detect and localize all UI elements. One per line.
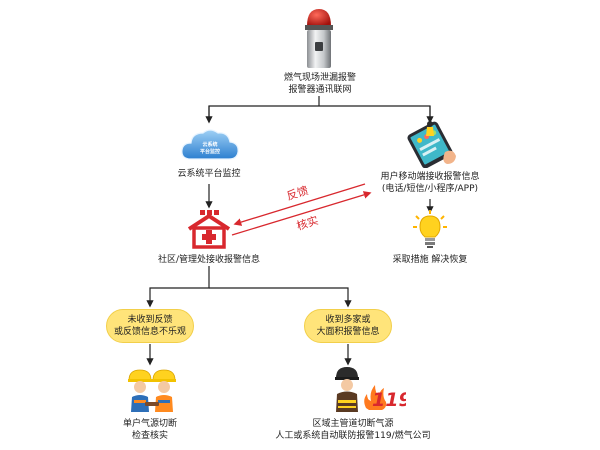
community-building-icon <box>187 210 231 249</box>
single-cutoff-label: 单户气源切断 检查核实 <box>122 419 177 441</box>
right-condition-pill: 收到多家或 大面积报警信息 <box>304 309 392 343</box>
verify-label: 核实 <box>295 213 320 233</box>
feedback-label: 反馈 <box>285 184 310 203</box>
alarm-node-label: 燃气现场泄漏报警 报警器通讯联网 <box>283 73 356 95</box>
link-alarm-split <box>208 105 431 118</box>
light-bulb-icon <box>413 210 447 248</box>
fire-119-number: 119 <box>372 389 406 411</box>
verify-arrow <box>231 191 372 236</box>
link-community-right <box>209 287 352 308</box>
cloud-platform-icon: 云系统 平台监控 <box>181 129 239 160</box>
fire-119-emblem-icon: 119 <box>364 385 406 411</box>
firefighter-icon <box>335 367 359 412</box>
link-community-split <box>146 266 210 308</box>
inspection-workers-icon <box>128 369 176 412</box>
regional-cutoff-label: 区域主管道切断气源 人工或系统自动联防报警119/燃气公司 <box>275 419 431 441</box>
community-node-label: 社区/管理处接收报警信息 <box>157 255 261 265</box>
left-condition-pill: 未收到反馈 或反馈信息不乐观 <box>106 309 194 343</box>
action-node-label: 采取措施 解决恢复 <box>392 255 468 265</box>
feedback-arrow <box>233 183 366 226</box>
cloud-badge-line1: 云系统 <box>202 141 217 148</box>
gas-alarm-device-icon <box>305 9 333 68</box>
cloud-node-label: 云系统平台监控 <box>177 169 241 179</box>
mobile-phone-icon <box>407 121 456 168</box>
cloud-badge-line2: 平台监控 <box>200 148 220 155</box>
mobile-node-label: 用户移动端接收报警信息 (电话/短信/小程序/APP) <box>380 172 480 194</box>
